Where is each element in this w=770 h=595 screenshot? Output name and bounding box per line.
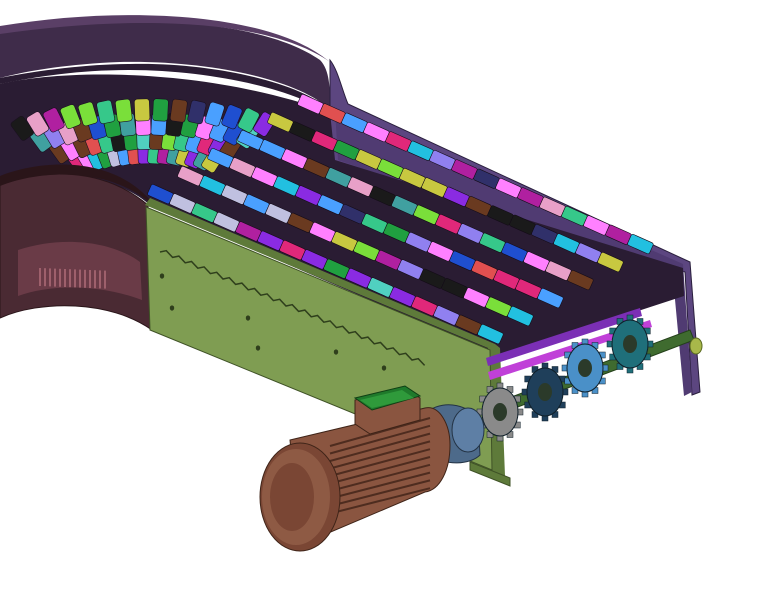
motor-terminal-box xyxy=(353,385,422,435)
outer-curve-wall-top xyxy=(0,15,330,62)
chain-link xyxy=(42,107,65,133)
gearbox-flange xyxy=(451,407,485,453)
chain-link xyxy=(507,306,534,327)
pink-guide-rail xyxy=(488,320,652,380)
chain-link xyxy=(96,99,115,124)
drive-sprockets xyxy=(476,314,654,442)
chain-link xyxy=(10,115,34,141)
chain-link xyxy=(221,104,243,130)
chain-link xyxy=(477,324,504,345)
chain-link xyxy=(115,98,133,123)
chain-link xyxy=(627,234,654,255)
frame-plate-holes xyxy=(159,273,387,371)
chain-link xyxy=(152,98,169,122)
inner-curve-rim xyxy=(0,164,154,206)
inner-curve-ribs xyxy=(39,268,106,289)
chain-link xyxy=(567,270,594,291)
chain-link xyxy=(237,107,260,133)
chain-link xyxy=(187,99,207,125)
sprocket xyxy=(476,382,524,442)
chain-link xyxy=(537,288,564,309)
outer-curve-wall xyxy=(0,20,330,110)
sprocket xyxy=(561,338,609,398)
outer-curve-wall-rim xyxy=(0,63,330,115)
chain-link xyxy=(597,252,624,273)
frame-foot xyxy=(469,461,511,487)
far-side-wall xyxy=(329,58,701,396)
sprocket xyxy=(521,362,569,422)
purple-guide-rail xyxy=(486,308,642,366)
frame-plate-serration xyxy=(159,249,426,366)
shaft-end-cap xyxy=(689,337,703,355)
chain-link xyxy=(77,101,98,127)
chain-link xyxy=(60,104,81,130)
chain-link xyxy=(26,111,49,137)
chain-link xyxy=(169,98,188,123)
sprocket xyxy=(606,314,654,374)
chain-link xyxy=(134,98,151,122)
chain-carpet xyxy=(0,74,684,357)
electric-motor xyxy=(259,407,451,552)
chain-link xyxy=(204,101,225,127)
